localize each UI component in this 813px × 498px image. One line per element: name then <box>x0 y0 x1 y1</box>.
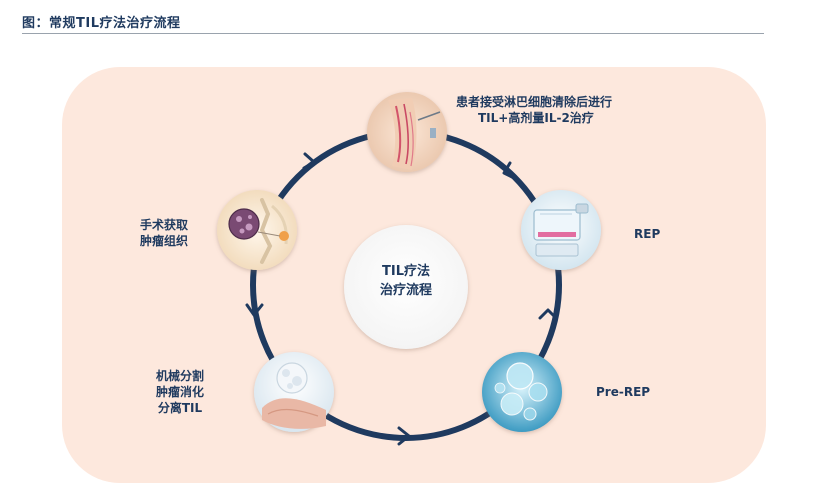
cycle-arrow <box>538 308 558 320</box>
step-surgery <box>217 190 297 270</box>
step-rep <box>521 190 601 270</box>
iv-infusion-arm-icon <box>388 98 441 170</box>
step-label-rep: REP <box>634 226 660 242</box>
step-label-line: REP <box>634 227 661 241</box>
step-label-isolation: 机械分割 肿瘤消化 分离TIL <box>156 368 204 416</box>
center-label-line2: 治疗流程 <box>379 283 432 298</box>
step-label-line: 手术获取 <box>140 218 189 232</box>
center-label-line1: TIL疗法 <box>382 264 430 279</box>
lymphocyte-cell-icon <box>262 362 326 429</box>
tumor-tissue-icon <box>228 198 289 264</box>
cycle-arrow <box>302 152 316 170</box>
step-label-line: 肿瘤消化 <box>156 385 205 399</box>
step-isolation <box>254 352 334 432</box>
center-label: TIL疗法 治疗流程 <box>346 262 466 300</box>
step-label-surgery: 手术获取 肿瘤组织 <box>140 217 188 249</box>
step-label-line: 患者接受淋巴细胞清除后进行 <box>456 95 613 109</box>
step-infusion <box>367 92 447 172</box>
title-divider <box>22 33 764 34</box>
cycle-arrow <box>245 303 264 317</box>
figure-title: 图：常规TIL疗法治疗流程 <box>22 16 181 31</box>
center-circle <box>344 225 468 349</box>
step-label-line: Pre-REP <box>596 385 651 399</box>
step-label-pre-rep: Pre-REP <box>596 384 650 400</box>
step-label-line: 分离TIL <box>157 401 203 415</box>
cell-expansion-icon <box>494 362 548 421</box>
cell-culture-flask-icon <box>533 203 589 257</box>
step-label-line: TIL+高剂量IL-2治疗 <box>478 111 594 125</box>
step-label-infusion: 患者接受淋巴细胞清除后进行 TIL+高剂量IL-2治疗 <box>456 94 612 126</box>
step-label-line: 机械分割 <box>156 369 205 383</box>
step-label-line: 肿瘤组织 <box>140 234 189 248</box>
cycle-arrow <box>502 161 516 180</box>
cycle-arrow <box>397 426 411 446</box>
step-pre-rep <box>482 352 562 432</box>
